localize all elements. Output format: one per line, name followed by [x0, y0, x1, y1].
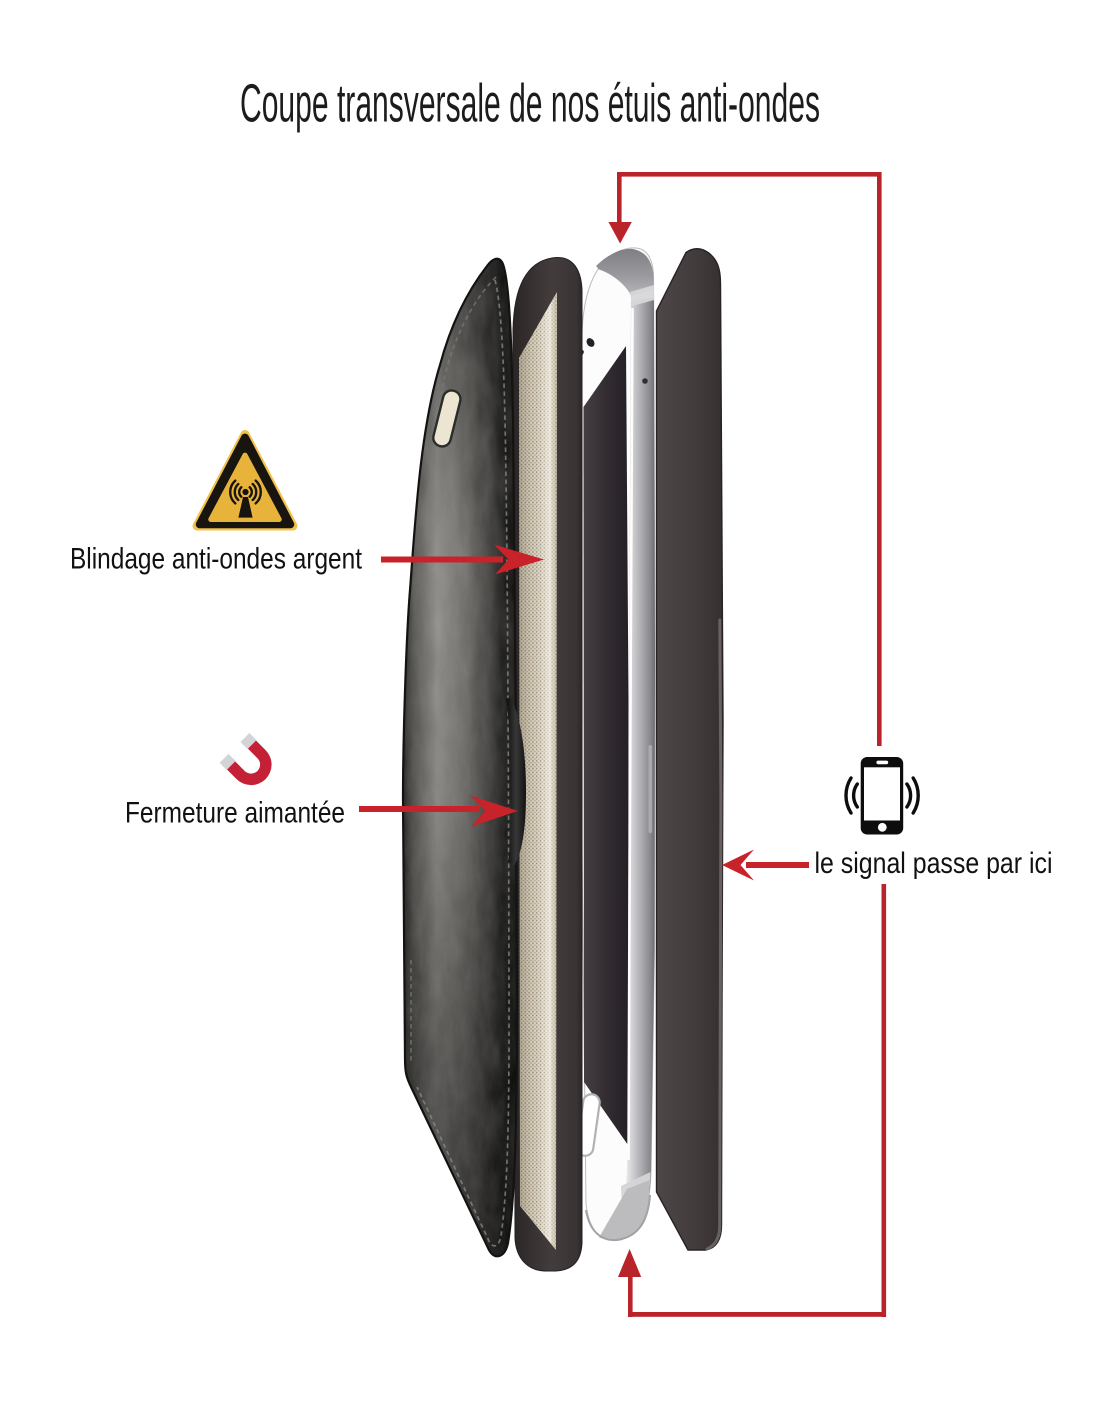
svg-text:Fermeture aimantée: Fermeture aimantée — [125, 796, 345, 829]
svg-text:Coupe transversale de nos étui: Coupe transversale de nos étuis anti-ond… — [240, 74, 820, 134]
svg-text:Blindage anti-ondes argent: Blindage anti-ondes argent — [70, 543, 363, 576]
svg-text:le signal passe par ici: le signal passe par ici — [815, 847, 1053, 880]
